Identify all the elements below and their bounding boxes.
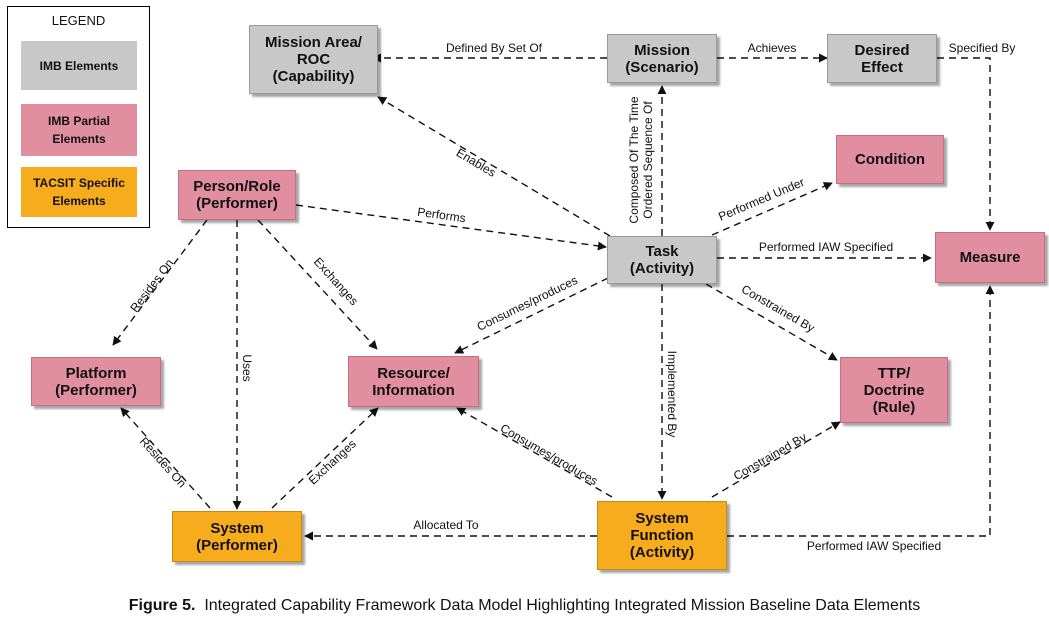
label-allocated-to: Allocated To xyxy=(413,518,478,532)
edge-enables xyxy=(377,96,611,237)
node-system: System (Performer) xyxy=(172,511,302,562)
label-uses: Uses xyxy=(240,354,254,381)
label-composed-of-line1: Composed Of The Time xyxy=(627,96,641,223)
node-mission-area: Mission Area/ ROC (Capability) xyxy=(249,25,378,94)
label-enables: Enables xyxy=(454,145,498,179)
node-mission: Mission (Scenario) xyxy=(607,34,717,83)
legend-item-imb-elements: IMB Elements xyxy=(21,41,137,90)
legend-item-tacsit-specific-elements: TACSIT Specific Elements xyxy=(21,167,137,217)
edge-constrained-bottom xyxy=(711,421,841,498)
label-resides-on-bottom: Resides On xyxy=(137,434,189,490)
label-composed-of-line2: Ordered Sequence Of xyxy=(641,101,655,219)
label-performs: Performs xyxy=(416,205,466,226)
edge-performed-under xyxy=(711,182,833,236)
legend-item-imb-partial-elements: IMB Partial Elements xyxy=(21,104,137,156)
label-achieves: Achieves xyxy=(748,41,797,55)
edge-resides-on-top xyxy=(112,219,208,346)
label-exchanges-bottom: Exchanges xyxy=(306,437,359,488)
edge-performs xyxy=(295,204,607,251)
edge-exchanges-bottom xyxy=(271,407,379,509)
node-person-role: Person/Role (Performer) xyxy=(178,170,296,220)
edge-performed-iaw-bottom xyxy=(727,285,995,537)
label-performed-iaw-bottom: Performed IAW Specified xyxy=(807,539,941,553)
label-consumes-top: Consumes/produces xyxy=(475,273,580,334)
label-resides-on-top: Resides On xyxy=(127,256,176,315)
label-defined-by-set-of: Defined By Set Of xyxy=(446,41,543,55)
node-system-function: System Function (Activity) xyxy=(597,501,727,570)
edge-constrained-top xyxy=(705,283,838,361)
node-condition: Condition xyxy=(836,135,944,184)
edge-resides-on-bottom xyxy=(120,407,211,509)
label-implemented-by: Implemented By xyxy=(665,351,679,438)
edge-specified-by xyxy=(937,57,995,231)
edge-exchanges-top xyxy=(257,219,378,350)
figure-caption: Figure 5. Integrated Capability Framewor… xyxy=(0,597,1049,615)
node-resource-information: Resource/ Information xyxy=(348,356,479,407)
label-performed-iaw-top: Performed IAW Specified xyxy=(759,240,893,254)
label-exchanges-top: Exchanges xyxy=(311,255,361,308)
label-constrained-bottom: Constrained By xyxy=(731,430,809,483)
label-constrained-top: Constrained By xyxy=(739,282,817,335)
label-specified-by: Specified By xyxy=(949,41,1016,55)
legend-title: LEGEND xyxy=(51,13,106,28)
node-task: Task (Activity) xyxy=(607,236,717,284)
edge-consumes-bottom xyxy=(456,407,613,498)
node-measure: Measure xyxy=(935,232,1045,283)
node-platform: Platform (Performer) xyxy=(31,357,161,406)
caption-figure-number: Figure 5. xyxy=(128,597,196,614)
legend: LEGEND IMB Elements IMB Partial Elements… xyxy=(7,6,150,228)
label-consumes-bottom: Consumes/produces xyxy=(498,421,600,488)
caption-text: Integrated Capability Framework Data Mod… xyxy=(204,597,921,614)
edge-consumes-top xyxy=(454,277,609,354)
node-desired-effect: Desired Effect xyxy=(827,34,937,83)
node-ttp-doctrine: TTP/ Doctrine (Rule) xyxy=(840,357,948,423)
